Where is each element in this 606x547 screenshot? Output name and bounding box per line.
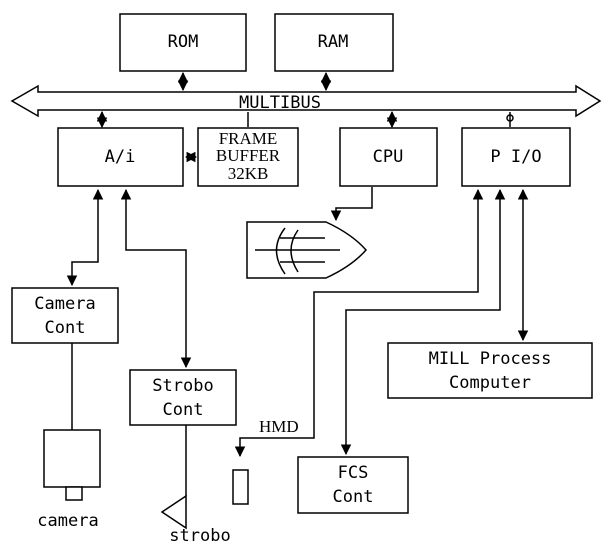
frame-buffer-line2: BUFFER — [216, 146, 281, 165]
ai-camera-cont-link — [72, 190, 98, 285]
frame-buffer-line3: 32KB — [228, 164, 269, 183]
pio-label: P I/O — [490, 147, 541, 167]
mill-line1: MILL Process — [429, 349, 552, 369]
hmd-device-icon — [233, 470, 248, 504]
ram-label: RAM — [318, 32, 349, 52]
strobo-cont-line1: Strobo — [152, 376, 213, 396]
multibus-label: MULTIBUS — [239, 93, 321, 113]
fcs-cont-line2: Cont — [333, 487, 374, 507]
camera-device-icon — [44, 430, 100, 500]
pio-fcs-cont-link — [346, 190, 500, 454]
mill-line2: Computer — [449, 373, 531, 393]
strobo-cont-line2: Cont — [163, 400, 204, 420]
rom-label: ROM — [168, 32, 199, 52]
display-terminal-icon — [247, 222, 366, 278]
camera-label: camera — [37, 511, 98, 531]
cpu-display-link — [336, 187, 372, 220]
ai-label: A/i — [105, 147, 136, 167]
hmd-label: HMD — [259, 417, 299, 436]
strobo-label: strobo — [169, 526, 230, 546]
camera-cont-line1: Camera — [34, 294, 95, 314]
strobo-device-icon — [162, 496, 186, 528]
cpu-label: CPU — [373, 147, 404, 167]
camera-cont-line2: Cont — [45, 318, 86, 338]
ai-strobo-cont-link — [126, 190, 186, 367]
fcs-cont-line1: FCS — [338, 463, 369, 483]
